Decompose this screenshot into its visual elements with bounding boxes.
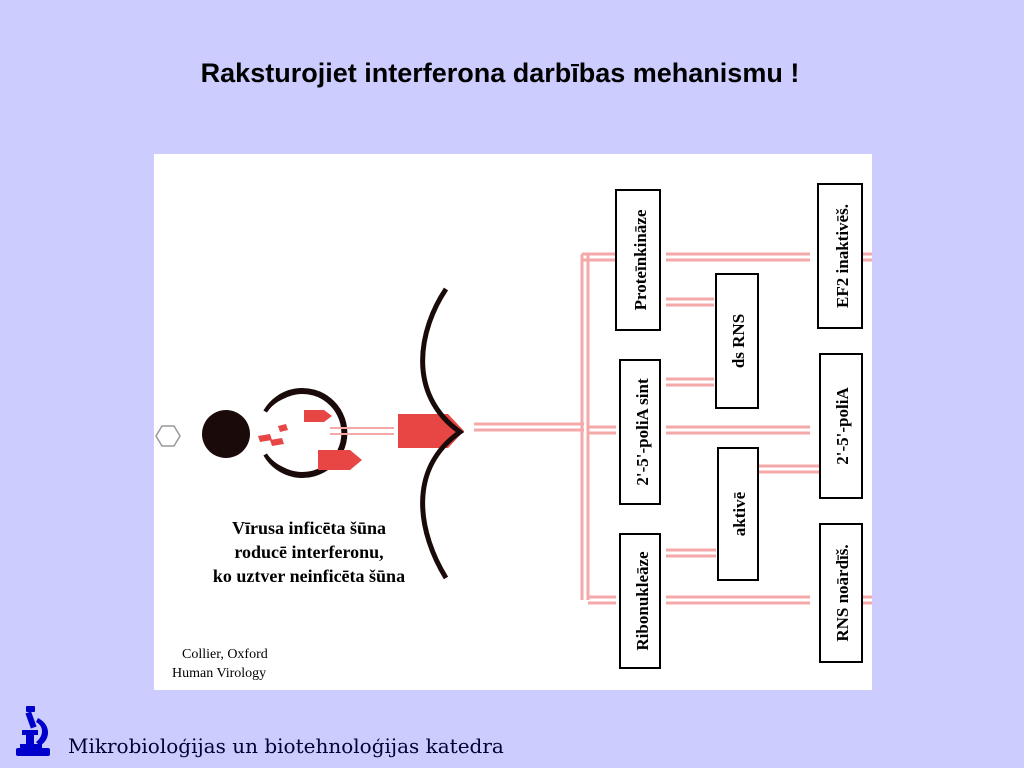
activator-boxes: [715, 273, 759, 581]
caption-line-3: ko uztver neinficēta šūna: [213, 566, 405, 586]
credit-line-2: Human Virology: [172, 666, 266, 681]
protein-kinase-label: Proteīnkināze: [631, 209, 650, 310]
infected-cell: [155, 388, 348, 478]
ribonuclease-box: [619, 533, 661, 669]
caption-line-2: roducē interferonu,: [234, 542, 383, 562]
ribonuclease-label: Ribonukleāze: [633, 551, 652, 651]
signal-paths: [474, 252, 872, 605]
oligo-a-synthetase-label: 2'-5'-poliA sint: [633, 378, 652, 486]
secretion-arrows: [330, 427, 394, 435]
result-boxes: [817, 183, 863, 663]
credit-line-1: Collier, Oxford: [182, 647, 268, 662]
interferon-at-receptor: [398, 414, 464, 448]
uninfected-cell-membrane: [420, 287, 465, 580]
virus-particle: [155, 425, 181, 447]
interferon-mechanism-figure: Proteīnkināze 2'-5'-poliA sint Ribonukle…: [154, 154, 872, 690]
poly-a-label: 2'-5'-poliA: [833, 387, 852, 465]
ef2-box: [817, 183, 863, 329]
activates-label: aktivē: [730, 491, 749, 536]
poly-a-box: [819, 353, 863, 499]
caption-line-1: Vīrusa inficēta šūna: [232, 518, 386, 538]
department-name: Mikrobioloģijas un biotehnoloģijas kated…: [68, 734, 504, 758]
interferon-diagram: Proteīnkināze 2'-5'-poliA sint Ribonukle…: [155, 183, 872, 681]
rna-degradation-box: [819, 523, 863, 663]
slide-title: Raksturojiet interferona darbības mehani…: [200, 58, 800, 88]
figure-credit: Collier, Oxford Human Virology: [172, 647, 268, 681]
oligo-a-synthetase-box: [619, 359, 661, 505]
enzyme-boxes: [615, 189, 661, 669]
protein-kinase-box: [615, 189, 661, 331]
ds-rna-box: [715, 273, 759, 409]
ef2-label: EF2 inaktivēš.: [833, 204, 852, 308]
microscope-icon: [12, 704, 56, 760]
figure-caption: Vīrusa inficēta šūna roducē interferonu,…: [213, 518, 405, 586]
activates-box: [717, 447, 759, 581]
nucleus: [202, 410, 250, 458]
ds-rna-label: ds RNS: [729, 314, 748, 368]
rna-degradation-label: RNS noārdīš.: [833, 544, 852, 641]
